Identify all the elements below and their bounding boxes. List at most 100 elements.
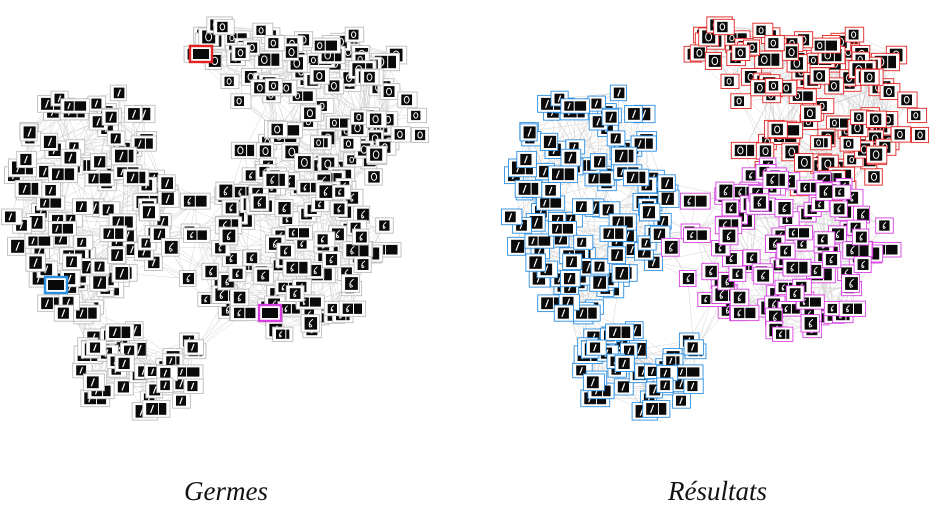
graph-node xyxy=(657,174,676,192)
graph-node xyxy=(114,354,135,372)
graph-node xyxy=(183,378,204,395)
graph-node xyxy=(156,364,178,382)
graph-node xyxy=(160,237,180,257)
graph-node xyxy=(272,326,294,342)
graph-node xyxy=(560,270,581,288)
graph-node xyxy=(48,165,79,184)
graph-node xyxy=(730,304,760,322)
graph-node xyxy=(82,373,105,392)
graph-node xyxy=(281,43,299,61)
graph-node xyxy=(614,354,635,372)
graph-node xyxy=(315,182,333,201)
panel-germes xyxy=(1,16,430,421)
graph-node xyxy=(87,95,106,112)
graph-node xyxy=(606,130,626,147)
graph-node xyxy=(850,109,870,125)
graph-node xyxy=(282,258,312,277)
graph-node xyxy=(342,241,373,260)
panel-resultats xyxy=(501,16,930,421)
graph-node xyxy=(607,246,627,264)
graph-node xyxy=(7,236,26,256)
graph-node xyxy=(613,378,634,396)
graph-node xyxy=(321,251,342,269)
graph-node xyxy=(875,217,894,234)
graph-node xyxy=(749,193,770,212)
graph-node xyxy=(754,50,784,69)
graph-node xyxy=(364,168,383,186)
graph-node xyxy=(599,225,628,242)
graph-node xyxy=(310,135,332,151)
graph-node xyxy=(105,323,135,341)
graph-node xyxy=(255,142,275,160)
graph-node xyxy=(284,225,313,241)
graph-node xyxy=(262,170,289,189)
graph-node xyxy=(338,300,367,317)
graph-node xyxy=(41,182,61,199)
graph-node xyxy=(249,193,270,212)
graph-node xyxy=(601,108,620,126)
graph-node xyxy=(772,326,794,342)
graph-node xyxy=(715,181,735,201)
graph-node xyxy=(752,22,774,38)
graph-node xyxy=(85,339,107,356)
graph-node xyxy=(124,105,143,123)
graph-node xyxy=(218,226,239,246)
graph-node xyxy=(683,378,704,395)
graph-node xyxy=(25,253,46,272)
graph-node xyxy=(60,148,82,167)
graph-node xyxy=(539,132,559,151)
graph-node xyxy=(831,184,852,200)
graph-node xyxy=(375,217,394,234)
graph-node xyxy=(310,37,341,54)
graph-node xyxy=(201,262,219,281)
graph-node xyxy=(572,198,594,215)
graph-node xyxy=(516,150,537,169)
graph-node xyxy=(605,323,635,341)
graph-node xyxy=(230,141,259,160)
graph-node xyxy=(897,91,918,109)
graph-node xyxy=(264,35,285,52)
graph-node xyxy=(300,314,320,333)
graph-node xyxy=(782,258,812,277)
graph-node xyxy=(179,192,211,210)
graph-node xyxy=(865,110,887,128)
seed-marker-one xyxy=(43,275,69,295)
graph-node xyxy=(911,126,930,144)
graph-node xyxy=(851,228,870,246)
graph-node xyxy=(611,264,630,283)
graph-node xyxy=(624,105,643,123)
graph-node xyxy=(276,242,296,260)
graph-node xyxy=(730,93,752,109)
graph-node xyxy=(762,170,789,189)
graph-node xyxy=(113,378,134,396)
graph-node xyxy=(813,231,836,248)
graph-node xyxy=(309,67,330,85)
graph-node xyxy=(656,377,674,394)
graph-node xyxy=(229,288,250,307)
graph-node xyxy=(662,353,684,369)
graph-node xyxy=(657,189,680,208)
graph-node xyxy=(683,339,705,356)
graph-node xyxy=(351,228,370,246)
graph-node xyxy=(584,170,615,187)
graph-node xyxy=(353,256,372,273)
graph-node xyxy=(39,132,59,151)
graph-node xyxy=(156,377,174,394)
graph-node xyxy=(838,300,867,317)
graph-node xyxy=(728,265,747,282)
graph-node xyxy=(562,253,583,271)
graph-node xyxy=(242,249,261,267)
graph-node xyxy=(815,182,833,201)
nodes-resultats xyxy=(501,16,930,421)
graph-node xyxy=(585,339,607,356)
graph-node xyxy=(122,168,150,187)
graph-node xyxy=(106,130,126,147)
graph-node xyxy=(879,83,901,100)
graph-node xyxy=(609,84,627,102)
graph-node xyxy=(213,18,235,36)
graph-node xyxy=(672,392,691,409)
graph-node xyxy=(264,78,283,94)
graph-node xyxy=(525,253,546,272)
graph-node xyxy=(73,234,94,250)
